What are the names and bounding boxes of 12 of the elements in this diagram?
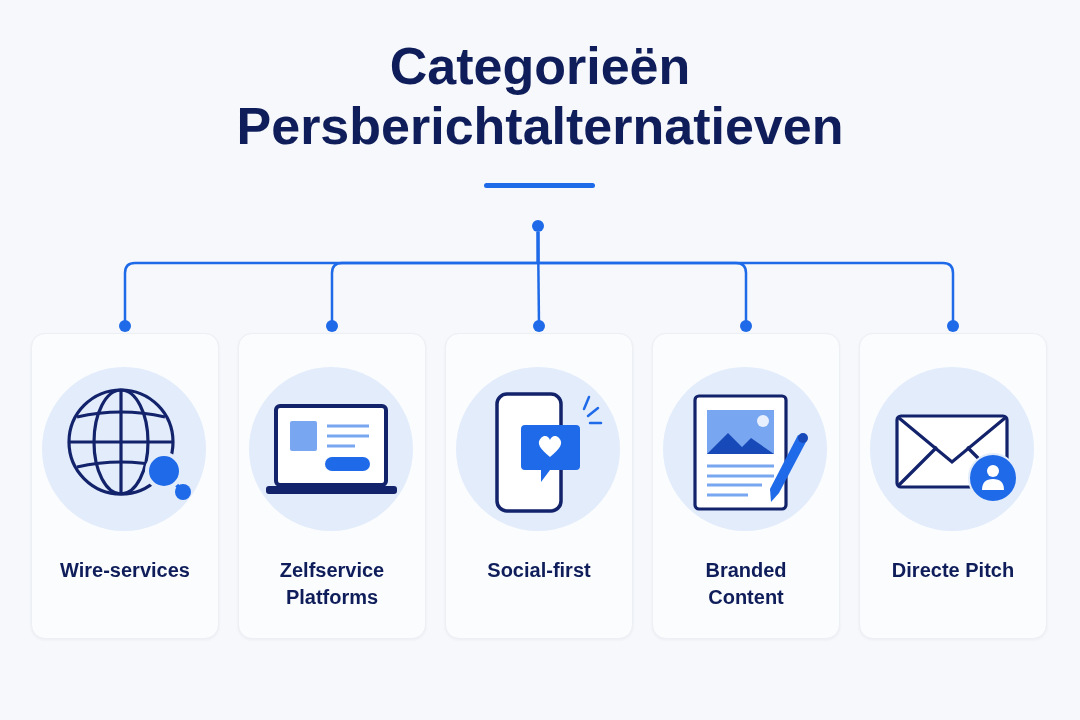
category-card bbox=[31, 333, 219, 639]
category-card bbox=[445, 333, 633, 639]
category-label: Wire-services bbox=[60, 558, 190, 583]
title: Categorieën Persberichtalternatieven bbox=[235, 36, 845, 156]
category-label: Branded Content bbox=[704, 558, 788, 610]
category-card bbox=[238, 333, 426, 639]
category-label: Directe Pitch bbox=[891, 558, 1015, 583]
connector-line bbox=[536, 230, 959, 332]
category-label: Social-first bbox=[487, 558, 591, 583]
category-card bbox=[652, 333, 840, 639]
category-card bbox=[859, 333, 1047, 639]
category-label: Zelfservice Platforms bbox=[278, 558, 386, 610]
